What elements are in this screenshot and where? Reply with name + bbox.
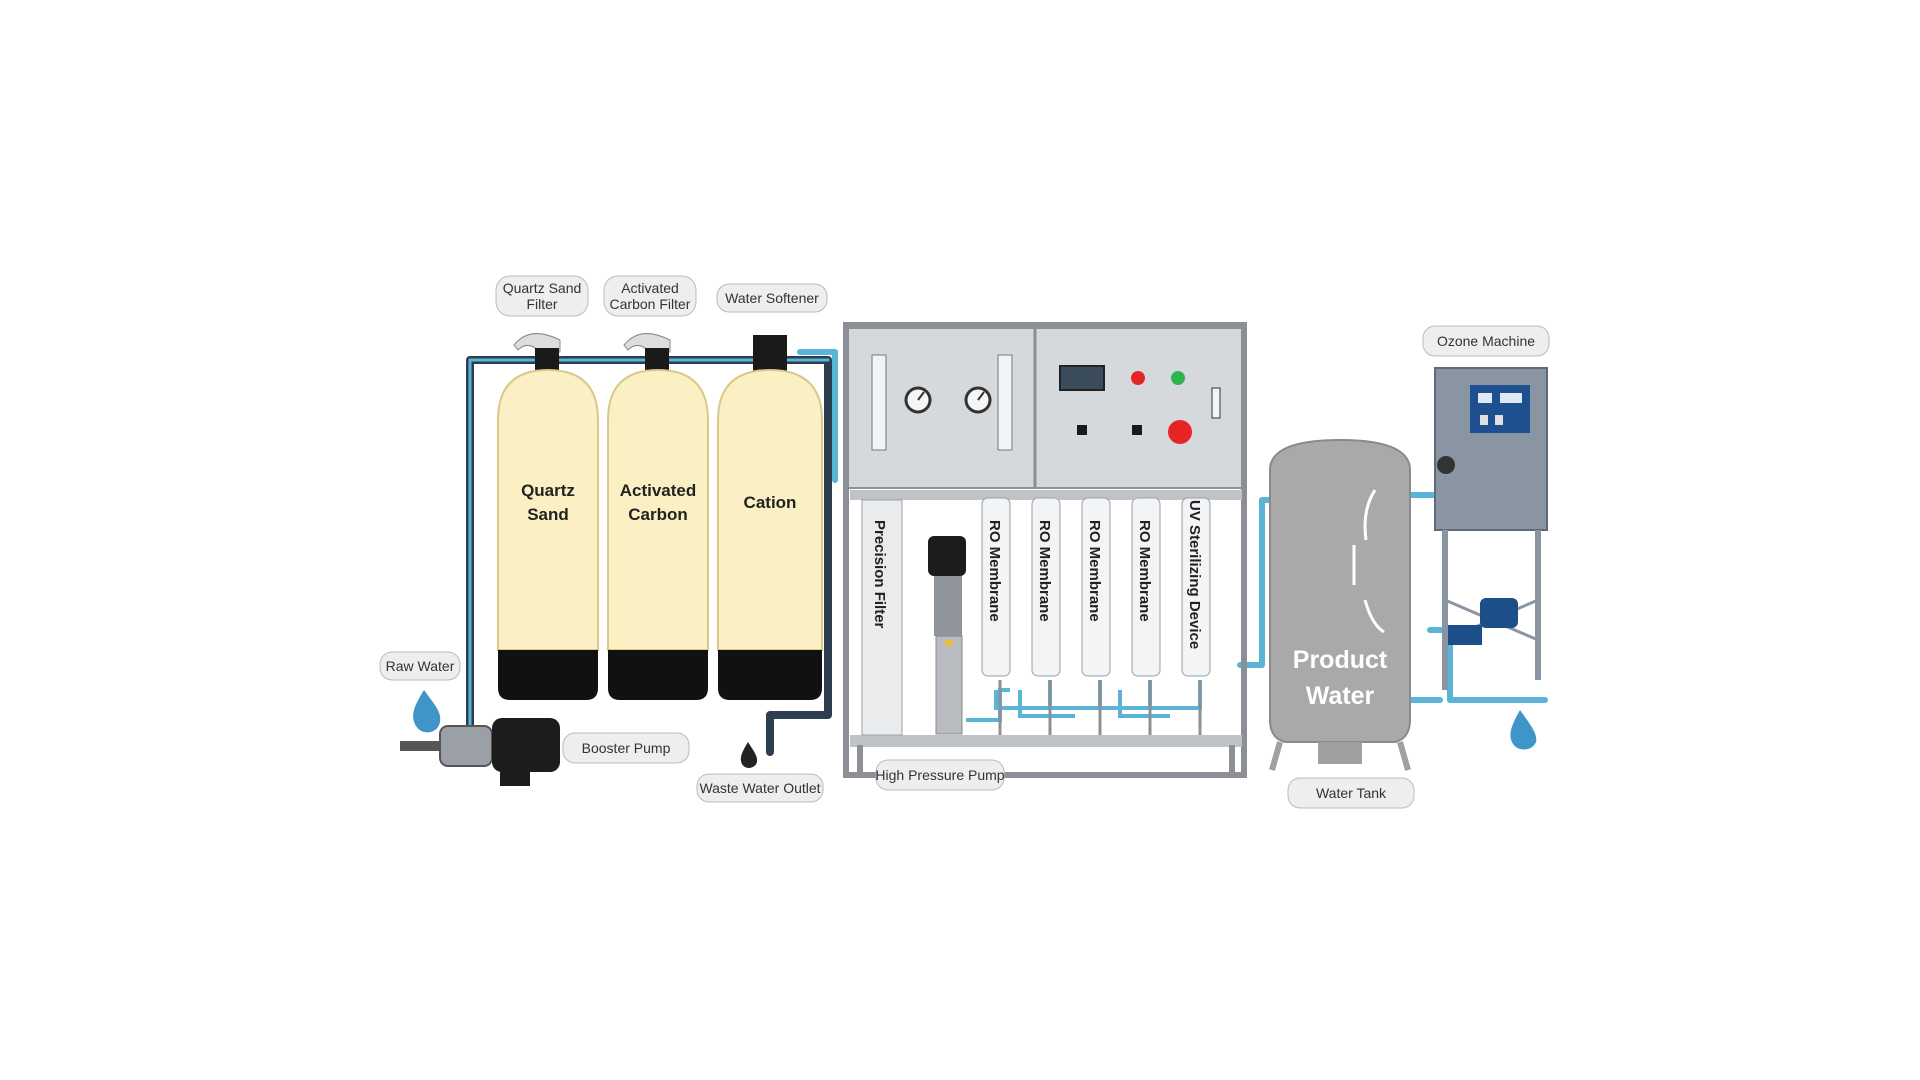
product-water-tank: Product Water [1269, 438, 1411, 771]
callout-quartz-sand-filter: Quartz Sand Filter [495, 275, 589, 317]
pipework [466, 349, 1548, 756]
product-water-label-line1: Product [1293, 646, 1388, 674]
green-indicator-light [1171, 371, 1185, 385]
product-water-label-line2: Water [1306, 682, 1375, 710]
ro-unit: Precision Filter RO Membrane RO Membrane… [843, 322, 1247, 778]
emergency-stop-button [1168, 420, 1192, 444]
callout-ozone-machine-text: Ozone Machine [1437, 333, 1535, 349]
precision-filter-label: Precision Filter [871, 520, 888, 629]
ro-membrane-label-2: RO Membrane [1036, 520, 1053, 622]
product-water-drop-icon [1510, 710, 1537, 750]
activated-carbon-tank: Activated Carbon [607, 333, 709, 700]
high-pressure-pump [928, 536, 966, 735]
raw-water-drop-icon [413, 690, 441, 733]
pressure-gauge-icon [904, 386, 932, 414]
pressure-gauge-icon [964, 386, 992, 414]
cation-tank-label: Cation [744, 493, 797, 512]
callout-activated-carbon-filter-line1: Activated [621, 280, 679, 296]
callout-activated-carbon-filter: Activated Carbon Filter [603, 275, 697, 317]
waste-water-drop-icon [740, 742, 758, 768]
callout-raw-water-text: Raw Water [386, 658, 455, 674]
ro-membrane-label-3: RO Membrane [1086, 520, 1103, 622]
callout-high-pressure-pump: High Pressure Pump [875, 759, 1005, 791]
ozone-machine [1434, 367, 1548, 690]
control-button [1132, 425, 1142, 435]
callout-activated-carbon-filter-line2: Carbon Filter [610, 296, 691, 312]
ro-membrane-label-4: RO Membrane [1136, 520, 1153, 622]
callout-water-softener-text: Water Softener [725, 290, 819, 306]
activated-carbon-tank-label-line2: Carbon [628, 505, 688, 524]
quartz-sand-tank: Quartz Sand [497, 333, 599, 700]
callout-ozone-machine: Ozone Machine [1422, 325, 1550, 357]
callout-raw-water: Raw Water [379, 651, 461, 681]
callout-booster-pump-text: Booster Pump [582, 740, 671, 756]
callout-water-softener: Water Softener [716, 283, 828, 313]
callout-waste-water-outlet-text: Waste Water Outlet [699, 780, 820, 796]
activated-carbon-tank-label-line1: Activated [620, 481, 697, 500]
control-button [1077, 425, 1087, 435]
quartz-sand-tank-label-line2: Sand [527, 505, 569, 524]
red-indicator-light [1131, 371, 1145, 385]
quartz-sand-tank-label-line1: Quartz [521, 481, 575, 500]
uv-sterilizing-device-label: UV Sterilizing Device [1186, 500, 1203, 649]
callout-high-pressure-pump-text: High Pressure Pump [875, 767, 1004, 783]
booster-pump [400, 718, 560, 786]
callout-waste-water-outlet: Waste Water Outlet [696, 773, 824, 803]
callout-quartz-sand-filter-line2: Filter [526, 296, 557, 312]
ro-membrane-label-1: RO Membrane [986, 520, 1003, 622]
control-display-icon [1059, 365, 1105, 391]
callout-quartz-sand-filter-line1: Quartz Sand [503, 280, 582, 296]
callout-booster-pump: Booster Pump [562, 732, 690, 764]
cation-tank: Cation [717, 335, 823, 700]
callout-water-tank-text: Water Tank [1316, 785, 1387, 801]
callout-water-tank: Water Tank [1287, 777, 1415, 809]
